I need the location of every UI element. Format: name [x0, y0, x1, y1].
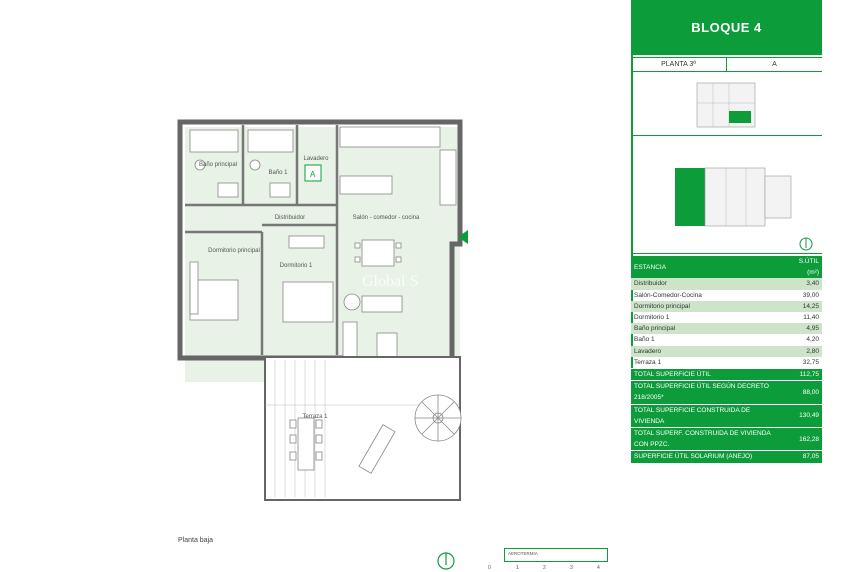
total-label: TOTAL SUPERFICIE CONSTRUIDA DE VIVIENDA — [631, 403, 785, 428]
kitchen — [339, 126, 457, 206]
total-row: SUPERFICIE ÚTIL SOLARIUM (ANEJO)87,05 — [631, 450, 822, 463]
building-key-plan — [631, 136, 822, 254]
room-bano-principal: Baño principal — [199, 162, 237, 168]
room-dormitorio1: Dormitorio 1 — [280, 263, 313, 269]
total-value: 87,05 — [784, 450, 822, 463]
floor-key-plan-drawing — [696, 82, 756, 128]
total-label: SUPERFICIE ÚTIL SOLARIUM (ANEJO) — [631, 450, 785, 463]
row-value: 14,25 — [784, 300, 822, 313]
watermark: Global S — [362, 273, 418, 290]
scale-tick: 2 — [543, 565, 546, 571]
total-label: TOTAL SUPERFICIE ÚTIL — [631, 368, 785, 381]
row-label: Baño principal — [631, 323, 785, 335]
floor-key-plan — [631, 75, 822, 136]
row-label: Baño 1 — [634, 336, 655, 344]
total-row: TOTAL SUPERFICIE ÚTIL SEGÚN DECRETO 218/… — [631, 380, 822, 405]
total-label: TOTAL SUPERFICIE ÚTIL SEGÚN DECRETO 218/… — [631, 380, 785, 405]
table-row: Salón-Comedor-Cocina 39,00 — [631, 290, 822, 301]
total-label: TOTAL SUPERF. CONSTRUIDA DE VIVIENDA CON… — [631, 427, 785, 451]
total-value: 162,28 — [784, 427, 822, 451]
row-value: 39,00 — [802, 291, 819, 299]
header-area: S.ÚTIL (m²) — [784, 256, 822, 279]
interior-walls — [185, 125, 339, 355]
block-title: BLOQUE 4 — [631, 0, 822, 55]
header-room: ESTANCIA — [631, 256, 785, 279]
row-label: Lavadero — [631, 345, 785, 357]
row-label: Distribuidor — [631, 278, 785, 290]
room-bano1: Baño 1 — [268, 170, 288, 176]
info-panel: BLOQUE 4 PLANTA 3ª A ESTANCIA — [631, 0, 822, 463]
unit-label: A — [726, 58, 822, 71]
building-key-plan-drawing — [675, 167, 813, 251]
scale-tick: 4 — [597, 565, 600, 571]
room-dormitorio-principal: Dormitorio principal — [208, 248, 260, 254]
floor-unit-row: PLANTA 3ª A — [631, 57, 822, 72]
row-value: 3,40 — [784, 278, 822, 290]
total-value: 130,49 — [784, 403, 822, 428]
panel-edge — [631, 0, 633, 458]
beds — [189, 235, 334, 323]
apartment-floor — [185, 127, 460, 382]
sun-lounger — [358, 424, 396, 474]
total-value: 88,00 — [784, 380, 822, 405]
unit-marker-box — [304, 164, 322, 182]
room-terraza: Terraza 1 — [302, 414, 328, 420]
plan-caption: Planta baja — [178, 537, 214, 544]
row-label: Terraza 1 — [634, 358, 662, 366]
spiral-staircase — [414, 394, 462, 442]
unit-marker: A — [310, 170, 316, 179]
north-compass-icon — [437, 552, 455, 570]
row-label: Dormitorio principal — [631, 300, 785, 313]
scale-tick: 0 — [488, 565, 491, 571]
table-row: Terraza 1 32,75 — [631, 357, 822, 369]
scale-legend: AEROTERMIA — [504, 548, 608, 562]
row-value: 32,75 — [802, 358, 819, 366]
row-value: 11,40 — [803, 314, 819, 322]
row-value: 4,95 — [784, 323, 822, 335]
north-compass-icon — [799, 237, 813, 251]
table-row: Dormitorio 1 11,40 — [631, 312, 822, 323]
room-distribuidor: Distribuidor — [275, 215, 305, 221]
row-label: Salón-Comedor-Cocina — [634, 291, 702, 299]
floor-plan: A — [177, 119, 468, 570]
table-header: ESTANCIA S.ÚTIL (m²) — [631, 256, 822, 279]
scale-tick: 3 — [570, 565, 573, 571]
bathroom-fixtures — [189, 129, 294, 198]
floor-label: PLANTA 3ª — [661, 61, 696, 68]
row-label: Dormitorio 1 — [634, 314, 670, 322]
total-row: TOTAL SUPERF. CONSTRUIDA DE VIVIENDA CON… — [631, 427, 822, 451]
total-value: 112,75 — [784, 368, 822, 381]
room-lavadero: Lavadero — [303, 156, 329, 162]
scale-tick: 1 — [516, 565, 519, 571]
row-value: 4,20 — [806, 336, 819, 344]
dining-table — [354, 239, 402, 267]
table-row: Baño 1 4,20 — [631, 334, 822, 345]
entrance-arrow-icon — [458, 230, 468, 244]
terrace-table — [289, 417, 323, 471]
room-salon: Salón - comedor - cocina — [353, 215, 420, 221]
row-value: 2,80 — [784, 345, 822, 357]
scale-label: AEROTERMIA — [508, 551, 538, 556]
